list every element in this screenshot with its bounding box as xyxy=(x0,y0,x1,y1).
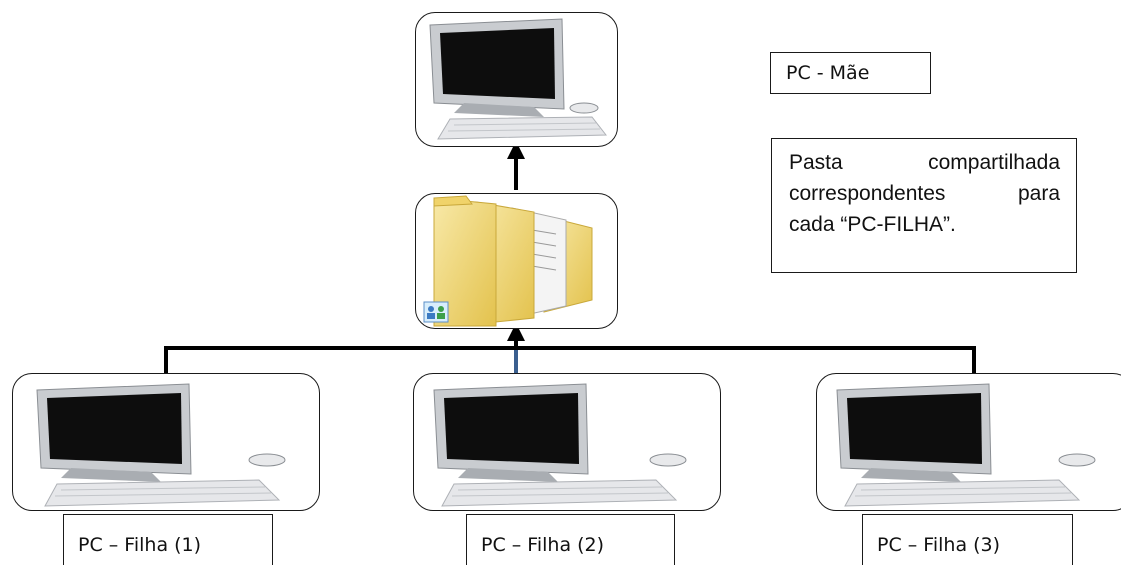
child-pc-node-1 xyxy=(12,373,320,511)
child-pc-label-3: PC – Filha (3) xyxy=(862,514,1073,565)
mother-pc-label: PC - Mãe xyxy=(770,52,931,94)
mother-pc-node xyxy=(415,12,618,147)
desktop-computer-icon xyxy=(36,383,286,507)
note-word: compartilhada xyxy=(928,151,1060,174)
note-line-1: Pasta compartilhada xyxy=(789,147,1060,178)
shared-folder-node xyxy=(415,193,618,329)
note-word: para xyxy=(1017,182,1060,205)
child-pc-node-2 xyxy=(413,373,721,511)
shared-folder-note: Pasta compartilhada correspondentes para… xyxy=(771,138,1077,273)
child-pc-label-1: PC – Filha (1) xyxy=(63,514,273,565)
note-word: correspondentes xyxy=(789,182,946,205)
note-word: Pasta xyxy=(789,151,843,174)
child-pc-label-2: PC – Filha (2) xyxy=(466,514,675,565)
desktop-computer-icon xyxy=(836,383,1096,507)
desktop-computer-icon xyxy=(429,18,608,140)
desktop-computer-icon xyxy=(433,383,687,507)
note-line-2: correspondentes para xyxy=(789,178,1060,209)
note-line-3: cada “PC-FILHA”. xyxy=(789,213,956,236)
child-pc-node-3 xyxy=(816,373,1121,511)
shared-folder-icon xyxy=(423,195,593,327)
